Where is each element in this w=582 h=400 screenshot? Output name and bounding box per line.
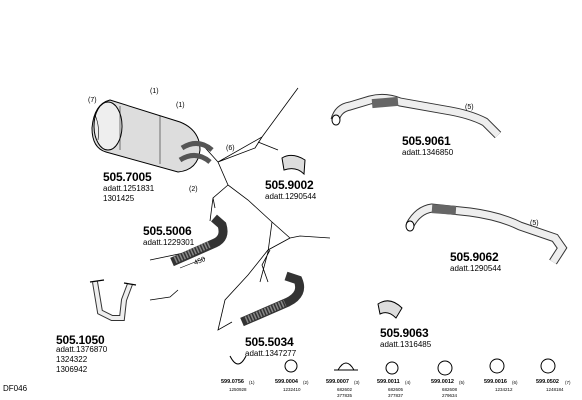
muffler-drawing [91, 99, 214, 173]
clamp-number: 599.0756 [221, 379, 244, 385]
part-number-1050: 505.1050 [56, 333, 105, 347]
flexpipe-5034-drawing [240, 271, 305, 327]
adatt-5006: adatt.1229301 [143, 238, 195, 247]
clamp-number: 599.0011 [377, 379, 400, 385]
tailpipe-9061-drawing [330, 93, 502, 139]
clamp-icons [229, 355, 556, 376]
extra-1050-b: 1306942 [56, 365, 88, 374]
callout-1b: (1) [176, 102, 185, 109]
clamp-qty: (6) [512, 380, 518, 385]
clamp-ref: 682608 [442, 387, 458, 392]
callout-7: (7) [88, 97, 97, 104]
clamp-icon-0011 [385, 361, 399, 375]
clamp-number: 599.0012 [431, 379, 454, 385]
adatt-9061: adatt.1346850 [402, 148, 454, 157]
clamp-ref: 1234212 [495, 387, 513, 392]
connector-lines [149, 87, 331, 331]
clamp-number: 599.0007 [326, 379, 349, 385]
clamp-qty: (2) [303, 380, 309, 385]
clamp-number: 599.0502 [536, 379, 559, 385]
adatt-9002: adatt.1290544 [265, 192, 317, 201]
adatt-9063: adatt.1316485 [380, 340, 432, 349]
clamp-ref: 1232410 [283, 387, 301, 392]
clamp-qty: (5) [459, 380, 465, 385]
adatt-7005: adatt.1251831 [103, 184, 155, 193]
callout-5-b: (5) [530, 220, 539, 227]
extra-1050-a: 1324322 [56, 355, 88, 364]
clamp-ref: 682602 [337, 387, 353, 392]
part-number-9002: 505.9002 [265, 178, 314, 192]
clamp-number: 599.0016 [484, 379, 507, 385]
clamp-ref2: 377837 [388, 393, 404, 398]
elbow-9002-drawing [281, 154, 306, 176]
clamp-ref2: 377835 [337, 393, 353, 398]
clamp-ref: 1250928 [229, 387, 247, 392]
callout-5-a: (5) [465, 104, 474, 111]
clamp-icon-0004 [284, 359, 298, 373]
clamp-icon-0012 [437, 360, 453, 376]
diagram-code: DF046 [3, 384, 28, 393]
part-number-5034: 505.5034 [245, 335, 294, 349]
adatt-1050: adatt.1376870 [56, 345, 108, 354]
clamp-icon-0756 [229, 355, 247, 365]
adatt-9062: adatt.1290544 [450, 264, 502, 273]
part-number-9061: 505.9061 [402, 134, 451, 148]
clamp-ref: 682605 [388, 387, 404, 392]
part-number-9063: 505.9063 [380, 326, 429, 340]
part-number-9062: 505.9062 [450, 250, 499, 264]
clamp-ref: 1248184 [546, 387, 564, 392]
clamp-qty: (3) [354, 380, 360, 385]
clamp-number: 599.0004 [275, 379, 298, 385]
adatt-5034: adatt.1347277 [245, 349, 297, 358]
clamp-ref2: 279634 [442, 393, 458, 398]
callout-6: (6) [226, 145, 235, 152]
downpipe-1050-drawing [89, 279, 137, 321]
callout-1a: (1) [150, 88, 159, 95]
part-number-7005: 505.7005 [103, 170, 152, 184]
clamp-qty: (4) [405, 380, 411, 385]
extra-7005: 1301425 [103, 194, 135, 203]
clamp-qty: (7) [565, 380, 571, 385]
callout-2: (2) [189, 186, 198, 193]
clamp-qty: (1) [249, 380, 255, 385]
part-number-5006: 505.5006 [143, 224, 192, 238]
tailpipe-9062-drawing [405, 203, 568, 265]
clamp-icon-0502 [540, 358, 556, 374]
clamp-icon-0016 [489, 358, 505, 374]
flexpipe-5006-drawing [170, 214, 228, 269]
elbow-9063-drawing [377, 300, 403, 319]
clamp-icon-0007 [334, 362, 358, 371]
